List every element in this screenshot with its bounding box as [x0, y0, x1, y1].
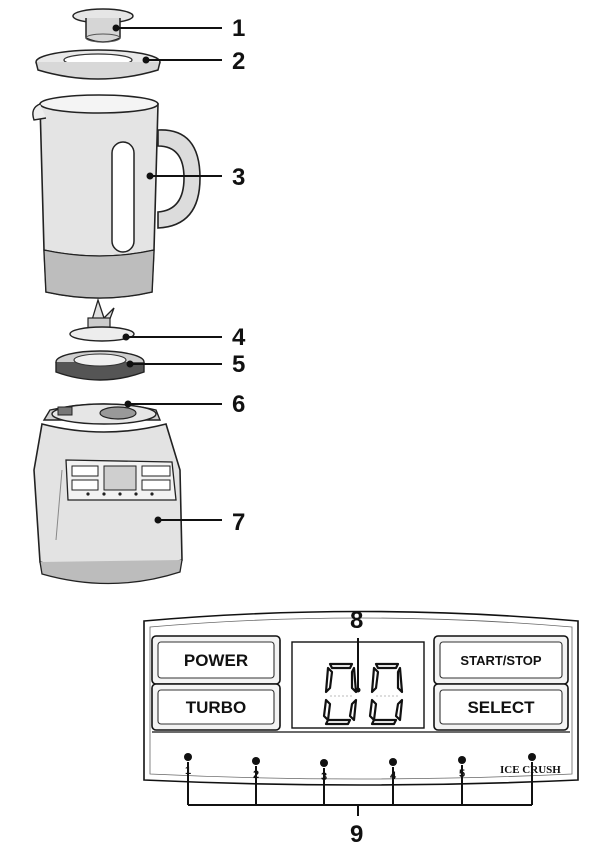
display-digit-1: [322, 662, 358, 726]
callout-6: 6: [232, 391, 245, 418]
level-indicator-5: [458, 756, 466, 764]
power-button-label: POWER: [184, 651, 248, 670]
level-indicator-4: [389, 758, 397, 766]
callout-leaders: [112, 24, 222, 524]
measuring-cap: [72, 8, 134, 43]
callout-4: 4: [232, 324, 246, 351]
callout-9-bracket: [187, 762, 533, 816]
callout-1: 1: [232, 15, 245, 42]
callout-2: 2: [232, 48, 245, 75]
level-indicator-2: [252, 757, 260, 765]
jar-lid: [35, 49, 161, 80]
turbo-button-label: TURBO: [186, 698, 246, 717]
callout-9: 9: [350, 821, 363, 848]
start-stop-button[interactable]: START/STOP: [433, 635, 569, 685]
callout-5: 5: [232, 351, 245, 378]
callout-8: 8: [350, 607, 363, 634]
level-indicator-ice-crush: [528, 753, 536, 761]
motor-base: [33, 403, 183, 585]
start-stop-button-label: START/STOP: [460, 653, 541, 668]
jar-base-ring: [55, 350, 145, 381]
callout-3: 3: [232, 164, 245, 191]
level-label-ice-crush: ICE CRUSH: [500, 764, 561, 776]
level-indicator-1: [184, 753, 192, 761]
callout-7: 7: [232, 509, 245, 536]
blade-assembly: [69, 297, 135, 342]
display-digit-2: [368, 662, 404, 726]
blender-jar: [32, 94, 201, 299]
select-button[interactable]: SELECT: [433, 683, 569, 731]
power-button[interactable]: POWER: [151, 635, 281, 685]
turbo-button[interactable]: TURBO: [151, 683, 281, 731]
level-indicator-3: [320, 759, 328, 767]
control-panel: POWER TURBO START/STOP SELECT: [143, 610, 579, 786]
select-button-label: SELECT: [467, 698, 535, 717]
